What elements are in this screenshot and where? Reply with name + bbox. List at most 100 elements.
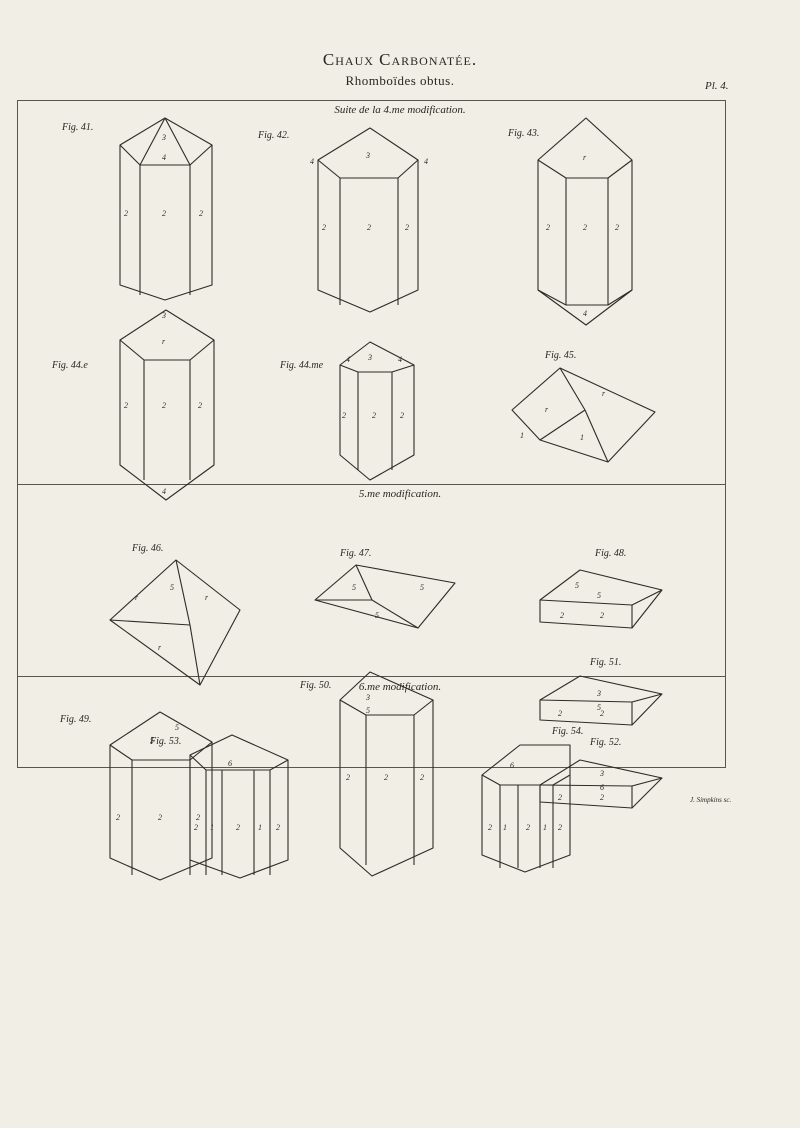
svg-text:3: 3 [596,689,601,698]
svg-text:5: 5 [375,611,379,620]
fig-46-label: Fig. 46. [132,543,164,554]
svg-text:2: 2 [199,209,203,218]
section-divider-5 [17,484,725,485]
svg-text:2: 2 [384,773,388,782]
svg-text:2: 2 [558,709,562,718]
svg-text:5: 5 [352,583,356,592]
svg-text:2: 2 [196,813,200,822]
svg-text:2: 2 [600,793,604,802]
fig-47-label: Fig. 47. [340,548,372,559]
fig-50-label: Fig. 50. [300,680,332,691]
svg-text:2: 2 [558,823,562,832]
crystal-fig-45: r r 1 1 [511,367,656,463]
crystal-fig-43: r 4 2 2 2 [537,117,633,326]
svg-text:r: r [545,405,549,414]
svg-text:2: 2 [600,611,604,620]
svg-text:2: 2 [236,823,240,832]
fig-44a-label: Fig. 44.e [52,360,88,371]
svg-text:3: 3 [365,151,370,160]
svg-text:5: 5 [175,723,179,732]
svg-text:2: 2 [546,223,550,232]
svg-text:6: 6 [600,783,604,792]
svg-text:5: 5 [575,581,579,590]
fig-53-label: Fig. 53. [150,736,182,747]
svg-text:2: 2 [346,773,350,782]
svg-text:r: r [583,153,587,162]
crystal-fig-54: 6 2 1 2 1 2 [481,744,571,873]
svg-text:2: 2 [194,823,198,832]
svg-text:6: 6 [228,759,232,768]
fig-44b-label: Fig. 44.me [280,360,324,371]
plate-number: Pl. 4. [705,80,729,92]
svg-text:2: 2 [276,823,280,832]
crystal-fig-50: 3 5 2 2 2 [339,671,434,877]
section-heading-5th: 5.me modification. [358,488,442,500]
svg-text:4: 4 [310,157,314,166]
svg-text:1: 1 [520,431,524,440]
svg-text:2: 2 [560,611,564,620]
svg-text:5: 5 [366,706,370,715]
svg-text:2: 2 [367,223,371,232]
svg-text:4: 4 [162,487,166,496]
svg-text:4: 4 [398,355,402,364]
svg-text:5: 5 [150,736,154,745]
svg-text:r: r [205,593,209,602]
svg-text:2: 2 [615,223,619,232]
svg-text:2: 2 [124,401,128,410]
svg-text:2: 2 [558,793,562,802]
svg-text:2: 2 [526,823,530,832]
svg-text:r: r [602,389,606,398]
svg-text:2: 2 [342,411,346,420]
svg-text:r: r [162,337,166,346]
fig-42-label: Fig. 42. [258,130,290,141]
svg-text:2: 2 [583,223,587,232]
crystal-fig-47: 5 5 5 [314,564,456,629]
svg-text:2: 2 [116,813,120,822]
plate-frame [17,100,726,768]
plate-title: Chaux Carbonatée. [322,50,478,69]
section-divider-6 [17,676,725,677]
svg-text:5: 5 [597,703,601,712]
fig-49-label: Fig. 49. [60,714,92,725]
plate-subtitle: Rhomboïdes obtus. [345,73,455,88]
svg-text:r: r [158,643,162,652]
svg-text:1: 1 [210,823,214,832]
svg-text:1: 1 [543,823,547,832]
svg-text:6: 6 [510,761,514,770]
svg-text:3: 3 [365,693,370,702]
svg-text:4: 4 [424,157,428,166]
svg-text:2: 2 [124,209,128,218]
svg-text:2: 2 [372,411,376,420]
svg-text:5: 5 [597,591,601,600]
fig-48-label: Fig. 48. [595,548,627,559]
fig-51-label: Fig. 51. [590,657,622,668]
svg-text:2: 2 [488,823,492,832]
svg-text:4: 4 [346,355,350,364]
svg-text:2: 2 [158,813,162,822]
svg-text:3: 3 [161,311,166,320]
svg-text:2: 2 [198,401,202,410]
fig-52-label: Fig. 52. [590,737,622,748]
fig-54-label: Fig. 54. [552,726,584,737]
svg-text:1: 1 [503,823,507,832]
svg-text:r: r [135,593,139,602]
svg-text:1: 1 [580,433,584,442]
svg-text:2: 2 [400,411,404,420]
svg-text:2: 2 [162,209,166,218]
fig-41-label: Fig. 41. [62,122,94,133]
section-heading-4th: Suite de la 4.me modification. [334,104,466,116]
svg-text:4: 4 [162,153,166,162]
svg-text:2: 2 [405,223,409,232]
svg-text:2: 2 [162,401,166,410]
svg-text:4: 4 [583,309,587,318]
svg-text:5: 5 [420,583,424,592]
svg-text:2: 2 [420,773,424,782]
